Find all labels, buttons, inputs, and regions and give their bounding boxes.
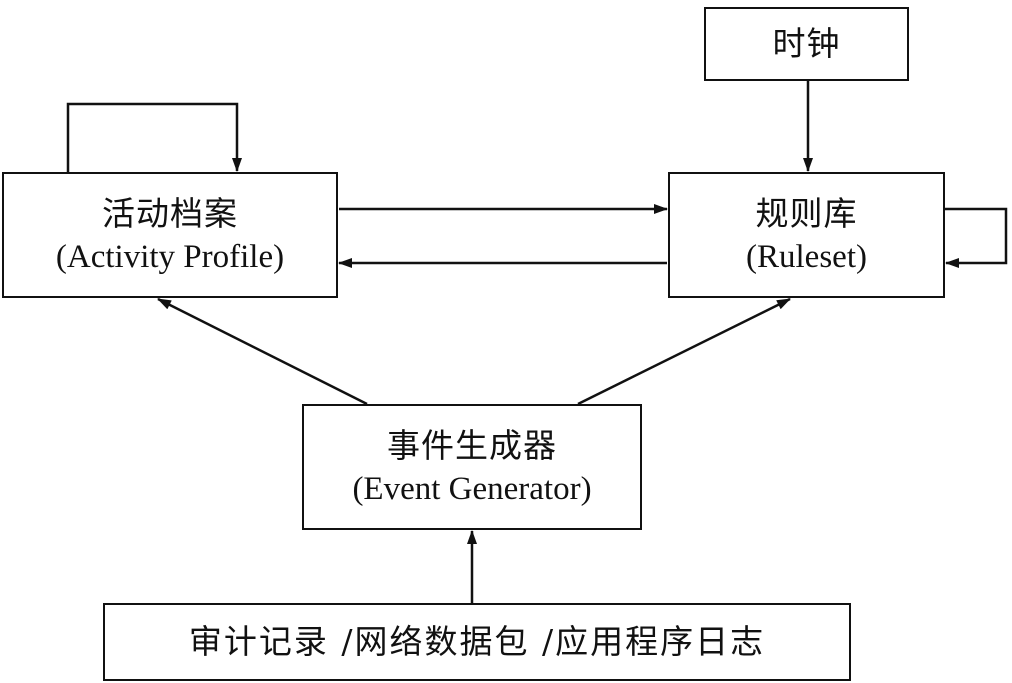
event-generator-label-zh: 事件生成器 (387, 426, 557, 465)
clock-node: 时钟 (704, 7, 909, 81)
input-sources-label: 审计记录 /网络数据包 /应用程序日志 (188, 622, 766, 661)
activity-profile-label-en: (Activity Profile) (55, 239, 285, 275)
clock-label: 时钟 (772, 24, 841, 63)
ruleset-label-zh: 规则库 (755, 194, 858, 233)
edge-event-generator-to-activity-profile (157, 297, 368, 406)
activity-profile-node: 活动档案 (Activity Profile) (2, 172, 338, 298)
event-generator-label-en: (Event Generator) (352, 471, 592, 507)
edge-ruleset-self-loop (945, 207, 1008, 268)
edge-activity-profile-self-loop (66, 102, 242, 172)
activity-profile-label-zh: 活动档案 (102, 194, 238, 233)
event-generator-node: 事件生成器 (Event Generator) (302, 404, 642, 530)
input-sources-node: 审计记录 /网络数据包 /应用程序日志 (103, 603, 851, 681)
ruleset-label-en: (Ruleset) (746, 239, 867, 275)
ruleset-node: 规则库 (Ruleset) (668, 172, 945, 298)
edge-event-generator-to-ruleset (577, 297, 791, 406)
